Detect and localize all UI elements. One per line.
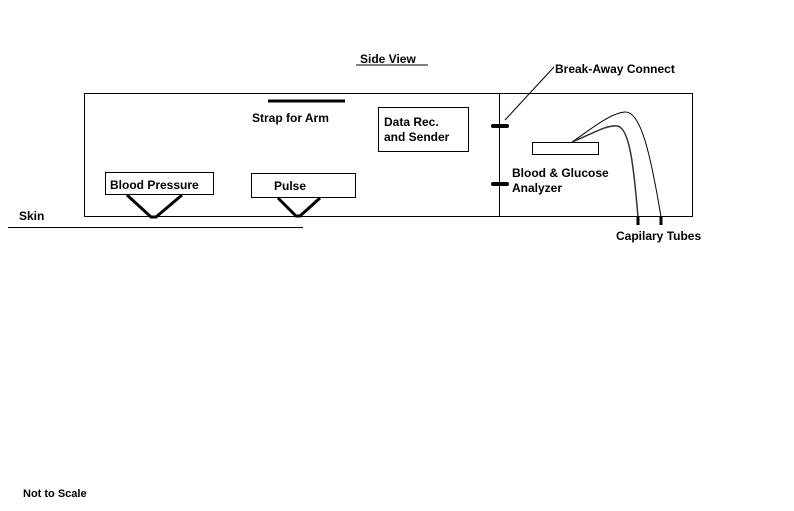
- capillary-tubes-label: Capilary Tubes: [616, 229, 702, 243]
- strap-label: Strap for Arm: [252, 111, 329, 125]
- not-to-scale-note: Not to Scale: [23, 488, 87, 500]
- data-recorder-label-2: and Sender: [384, 130, 450, 144]
- skin-label: Skin: [19, 209, 45, 223]
- blood-pressure-label: Blood Pressure: [110, 178, 199, 192]
- capillary-tube-outer: [571, 111, 662, 218]
- pulse-box: [251, 173, 356, 198]
- diagram-title: Side View: [360, 52, 416, 66]
- analyzer-sensor: [532, 142, 599, 155]
- analyzer-label-1: Blood & Glucose: [512, 166, 609, 180]
- analyzer-label-2: Analyzer: [512, 181, 563, 195]
- capillary-tube-inner: [571, 125, 639, 218]
- device-outline: [84, 93, 693, 217]
- blood-pressure-box: [105, 172, 214, 195]
- data-recorder-box: [378, 107, 469, 152]
- pulse-sensor-legs: [276, 196, 322, 218]
- break-away-leader: [504, 66, 555, 121]
- data-recorder-label-1: Data Rec.: [384, 115, 439, 129]
- break-away-label: Break-Away Connect: [555, 62, 675, 76]
- pulse-label: Pulse: [274, 179, 307, 193]
- blood-pressure-sensor-legs: [125, 193, 183, 219]
